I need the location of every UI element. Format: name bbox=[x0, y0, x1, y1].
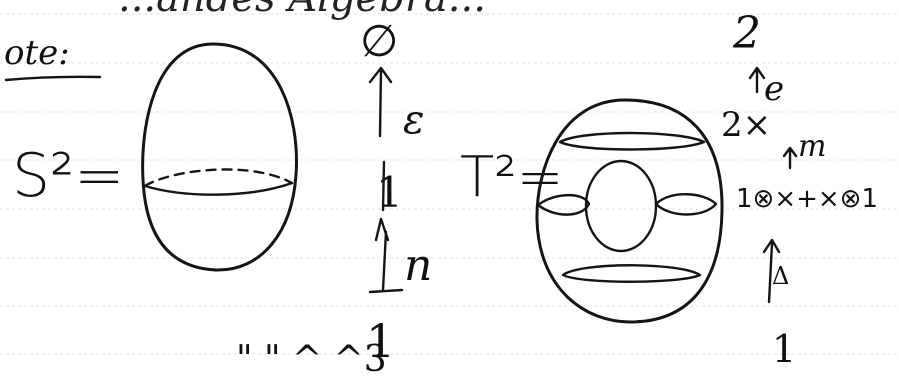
header-fragment: ...andes Algebra... bbox=[118, 0, 486, 18]
sphere-empty-set: ∅ bbox=[360, 16, 399, 67]
sphere-drawing bbox=[141, 42, 298, 272]
torus-chain-arrows bbox=[748, 66, 798, 304]
torus-two-x: 2× bbox=[721, 105, 772, 145]
torus-drawing bbox=[535, 98, 724, 324]
torus-map-delta: Δ bbox=[772, 262, 790, 290]
note-underline bbox=[4, 75, 102, 82]
sphere-label: S²= bbox=[12, 141, 125, 211]
torus-one-bottom: 1 bbox=[772, 327, 797, 371]
sphere-one-bottom: 1 bbox=[366, 314, 396, 368]
torus-tensor-expression: 1⊗×+×⊗1 bbox=[736, 184, 879, 214]
sphere-map-epsilon: ε bbox=[403, 97, 425, 143]
sphere-one-middle: 1 bbox=[376, 168, 403, 217]
torus-map-e: e bbox=[764, 69, 785, 109]
torus-map-m: m bbox=[798, 129, 827, 164]
note-label: ote: bbox=[4, 33, 70, 73]
sphere-chain-arrows bbox=[368, 66, 404, 294]
sphere-map-n: n bbox=[404, 240, 433, 291]
footer-fragment: " " ^ ^3 bbox=[236, 339, 387, 380]
torus-two-top: 2 bbox=[733, 8, 761, 59]
